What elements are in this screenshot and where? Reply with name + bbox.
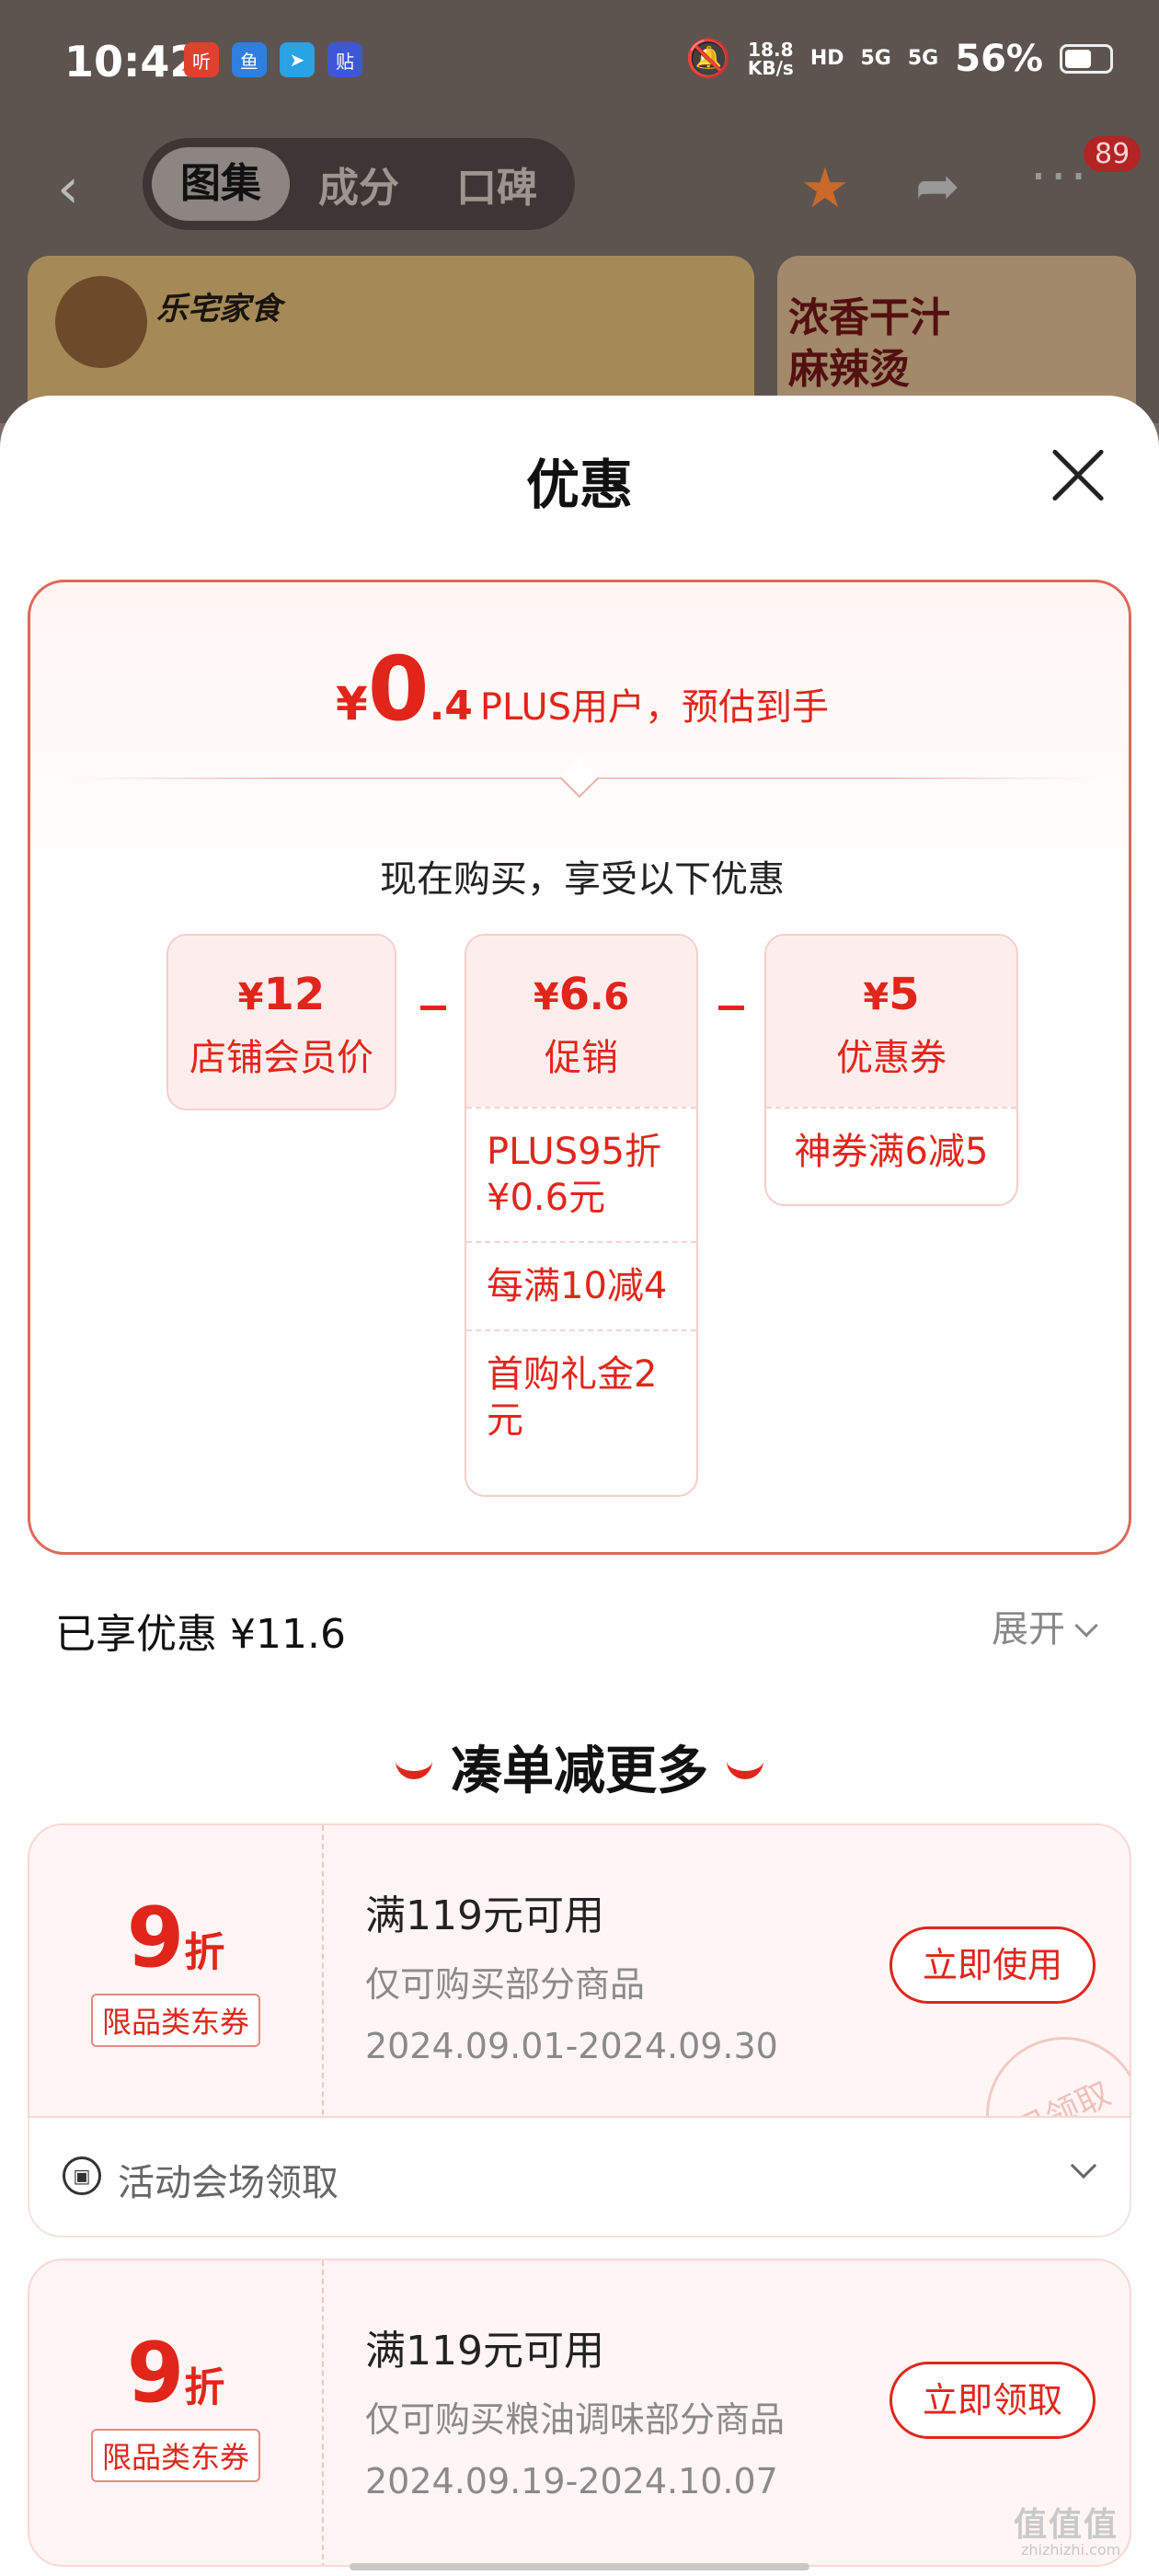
- smile-icon: [396, 1759, 432, 1779]
- tab-bar: 图集 成分 口碑: [143, 138, 575, 230]
- telegram-icon: ➤: [280, 42, 315, 77]
- brand-name: 乐宅家食: [156, 291, 281, 328]
- more-icon[interactable]: ···: [1030, 147, 1091, 207]
- status-bar: 10:42 听 鱼 ➤ 贴 🔕 18.8 KB/s HD 5G 5G 56%: [0, 0, 1159, 124]
- coupon-discount: 9折 限品类东券: [29, 2260, 324, 2565]
- claimed-stamp: 已领取: [960, 2011, 1130, 2116]
- coupon-tag: 限品类东券: [90, 1994, 260, 2047]
- coupon-discount: 9折 限品类东券: [29, 1825, 324, 2116]
- venue-text: 活动会场领取: [118, 2162, 339, 2204]
- tab-reviews[interactable]: 口碑: [456, 165, 537, 212]
- coupon-tag: 限品类东券: [90, 2429, 260, 2482]
- watermark-url: zhizhizhi.com: [1021, 2541, 1121, 2559]
- promotion-item: PLUS95折 ¥0.6元: [466, 1107, 696, 1241]
- coupon-date: 2024.09.19-2024.10.07: [365, 2461, 778, 2501]
- signal-icon-2: 5G: [907, 47, 939, 70]
- expand-button[interactable]: 展开: [992, 1599, 1098, 1652]
- discount-box-member-price: ¥12 店铺会员价: [166, 934, 396, 1110]
- battery-level: 56%: [955, 37, 1043, 80]
- yuqiao-icon: 鱼: [232, 42, 267, 77]
- venue-icon: ▣: [63, 2156, 101, 2195]
- buy-now-text: 现在购买，享受以下优惠: [380, 858, 785, 901]
- signal-icon-1: 5G: [860, 47, 891, 70]
- coupon-title: 满119元可用: [365, 1892, 604, 1939]
- home-indicator[interactable]: [350, 2563, 809, 2570]
- more-savings-title: 凑单减更多: [0, 1730, 1159, 1804]
- venue-row[interactable]: ▣ 活动会场领取: [28, 2118, 1131, 2237]
- sheet-title: 优惠: [525, 454, 633, 516]
- mute-icon: 🔕: [685, 38, 731, 80]
- coupon-title: 满119元可用: [365, 2328, 604, 2375]
- status-right: 🔕 18.8 KB/s HD 5G 5G 56%: [685, 37, 1113, 80]
- ting-icon: 听: [184, 42, 219, 77]
- coupon-item: 神券满6减5: [766, 1107, 1016, 1195]
- divider-notch: [559, 758, 600, 799]
- minus-sign: [718, 1006, 744, 1010]
- tab-ingredients[interactable]: 成分: [318, 165, 399, 212]
- use-now-button[interactable]: 立即使用: [889, 1926, 1096, 2004]
- battery-icon: [1060, 43, 1113, 74]
- claim-now-button[interactable]: 立即领取: [889, 2362, 1096, 2439]
- message-badge: 89: [1084, 136, 1142, 172]
- tab-gallery[interactable]: 图集: [152, 147, 290, 221]
- promotion-item: 每满10减4: [466, 1241, 696, 1329]
- watermark-logo: 值值值: [1014, 2506, 1119, 2544]
- discount-box-promotion: ¥6.6 促销 PLUS95折 ¥0.6元 每满10减4 首购礼金2元: [465, 934, 698, 1497]
- smile-icon: [727, 1759, 763, 1779]
- hd-icon: HD: [809, 47, 844, 70]
- share-icon[interactable]: ➦: [915, 155, 960, 217]
- coupon-description: 仅可购买粮油调味部分商品: [365, 2399, 786, 2440]
- close-icon[interactable]: [1050, 447, 1106, 502]
- promo-text: 浓香干汁 麻辣烫: [788, 294, 950, 393]
- back-icon[interactable]: ‹: [57, 156, 79, 221]
- minus-sign: [420, 1006, 446, 1010]
- favorite-icon[interactable]: ★: [800, 156, 850, 221]
- chevron-down-icon: [1070, 2152, 1097, 2179]
- chevron-down-icon: [1074, 1614, 1098, 1638]
- top-nav: ‹ 图集 成分 口碑 ★ ➦ ··· 89: [0, 136, 1159, 230]
- coupon-description: 仅可购买部分商品: [365, 1964, 646, 2005]
- promotion-item: 首购礼金2元: [466, 1329, 696, 1464]
- coupon-date: 2024.09.01-2024.09.30: [365, 2026, 778, 2066]
- status-app-icons: 听 鱼 ➤ 贴: [184, 42, 362, 77]
- network-speed: 18.8 KB/s: [747, 38, 794, 79]
- tieba-icon: 贴: [327, 42, 362, 77]
- coupon-card: 9折 限品类东券 满119元可用 仅可购买部分商品 2024.09.01-202…: [28, 1823, 1131, 2118]
- discount-box-coupon: ¥5 优惠券 神券满6减5: [764, 934, 1018, 1206]
- enjoyed-discount: 已享优惠 ¥11.6: [55, 1611, 346, 1658]
- coupon-card: 9折 限品类东券 满119元可用 仅可购买粮油调味部分商品 2024.09.19…: [28, 2259, 1131, 2567]
- status-time: 10:42: [64, 37, 200, 86]
- brand-logo-icon: [55, 276, 147, 368]
- product-page-background: 10:42 听 鱼 ➤ 贴 🔕 18.8 KB/s HD 5G 5G 56% ‹…: [0, 0, 1159, 440]
